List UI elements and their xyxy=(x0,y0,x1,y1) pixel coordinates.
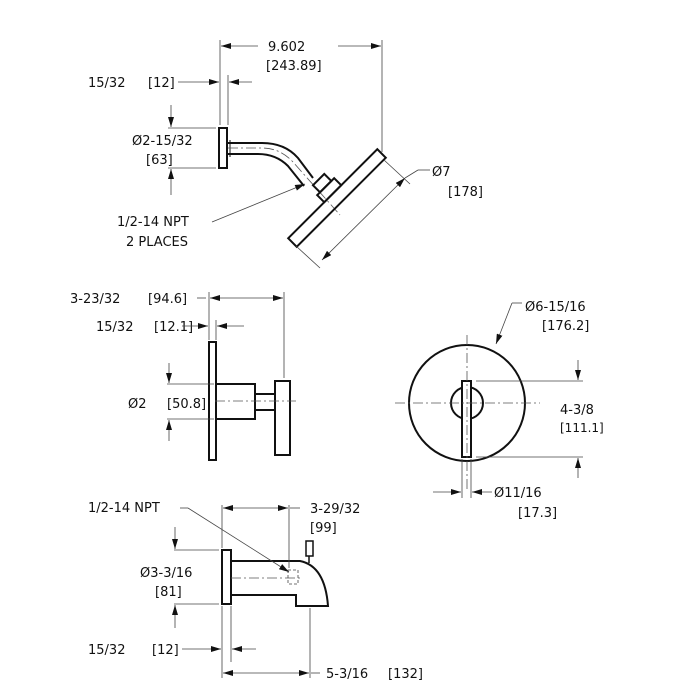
valve-flange xyxy=(208,341,217,461)
spout-flange-diameter: Ø3-3/16 xyxy=(140,566,192,581)
valve-lever xyxy=(461,380,472,458)
spout-thread-depth: 3-29/32 xyxy=(310,502,360,517)
shower-thread-note: 1/2-14 NPT xyxy=(117,215,189,230)
valve-depth-mm: [94.6] xyxy=(148,292,187,307)
spout-flange-thickness: 15/32 xyxy=(88,643,125,658)
plate-diameter: Ø6-15/16 xyxy=(525,300,586,315)
valve-body-diameter-mm: [50.8] xyxy=(167,397,206,412)
valve-flange-thickness-mm: [12.1] xyxy=(154,320,193,335)
shower-arm-view: 9.602 [243.89] 15/32 [12] Ø2-15/32 [63] … xyxy=(88,40,483,269)
shower-flange-diameter-mm: [63] xyxy=(146,153,173,168)
spout-body xyxy=(231,560,330,607)
shower-head-diameter: Ø7 xyxy=(432,165,451,180)
shower-arm-pipe xyxy=(227,142,314,187)
spout-flange xyxy=(221,549,232,605)
shower-flange-thickness: 15/32 xyxy=(88,76,125,91)
shower-arm-flange xyxy=(218,127,228,169)
valve-side-view: 3-23/32 [94.6] 15/32 [12.1] Ø2 [50.8] xyxy=(70,292,296,461)
spout-thread-note: 1/2-14 NPT xyxy=(88,501,160,516)
diverter-knob xyxy=(305,540,314,557)
spout-length-mm: [132] xyxy=(388,667,423,682)
lever-length: 4-3/8 xyxy=(560,403,594,418)
spout-thread-depth-mm: [99] xyxy=(310,521,337,536)
lever-width: Ø11/16 xyxy=(494,486,542,501)
lever-length-mm: [111.1] xyxy=(560,421,604,435)
spout-flange-diameter-mm: [81] xyxy=(155,585,182,600)
lever-width-mm: [17.3] xyxy=(518,506,557,521)
tub-spout-view: 1/2-14 NPT 3-29/32 [99] Ø3-3/16 [81] 15/… xyxy=(88,501,423,682)
spout-length: 5-3/16 xyxy=(326,667,368,682)
valve-front-view: Ø6-15/16 [176.2] 4-3/8 [111.1] Ø11/16 [1… xyxy=(395,300,604,521)
shower-flange-thickness-mm: [12] xyxy=(148,76,175,91)
valve-handle xyxy=(274,380,291,456)
valve-body-diameter: Ø2 xyxy=(128,397,147,412)
valve-body xyxy=(215,383,256,420)
shower-arm-length: 9.602 xyxy=(268,40,305,55)
shower-arm-length-mm: [243.89] xyxy=(266,59,322,74)
shower-flange-diameter: Ø2-15/32 xyxy=(132,134,193,149)
plate-diameter-mm: [176.2] xyxy=(542,319,589,334)
spout-flange-thickness-mm: [12] xyxy=(152,643,179,658)
valve-depth: 3-23/32 xyxy=(70,292,120,307)
valve-flange-thickness: 15/32 xyxy=(96,320,133,335)
shower-thread-note-places: 2 PLACES xyxy=(126,235,188,250)
shower-head-diameter-mm: [178] xyxy=(448,185,483,200)
